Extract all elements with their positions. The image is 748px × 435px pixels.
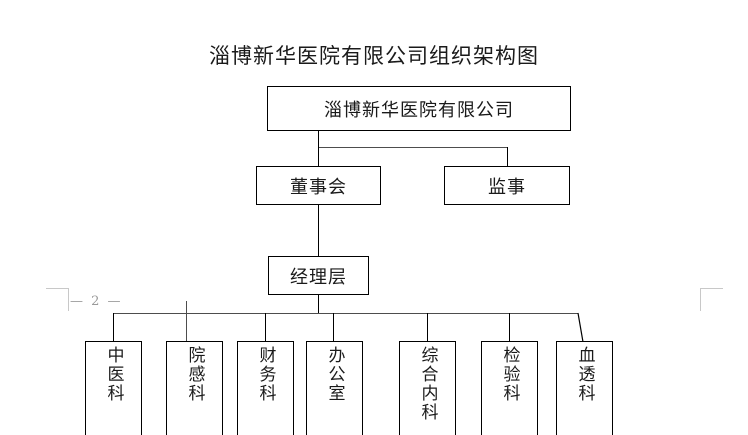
connector-drop-dept-6 [509, 313, 510, 341]
org-node-dept-7: 血透科 [556, 341, 613, 435]
org-node-dept-2: 院感科 [166, 341, 223, 435]
org-node-supervisor-label: 监事 [488, 176, 526, 198]
org-node-dept-1-label: 中医科 [103, 346, 124, 403]
connector-level2-bar [318, 147, 508, 148]
org-node-supervisor: 监事 [444, 166, 570, 205]
margin-guide-top-left [46, 288, 69, 311]
org-node-dept-3-label: 财务科 [255, 346, 276, 403]
org-node-dept-6: 检验科 [481, 341, 538, 435]
org-node-dept-5: 综合内科 [399, 341, 456, 435]
org-node-dept-4-label: 办公室 [324, 346, 345, 403]
org-node-board-label: 董事会 [290, 176, 347, 198]
connector-board-to-management [318, 205, 319, 256]
org-node-dept-6-label: 检验科 [499, 346, 520, 403]
connector-drop-board [318, 147, 319, 166]
org-node-root-label: 淄博新华医院有限公司 [324, 99, 514, 121]
page-number: — 2 — [70, 294, 123, 309]
margin-guide-top-right [700, 288, 723, 311]
org-node-dept-5-label: 综合内科 [417, 346, 438, 422]
org-node-dept-1: 中医科 [85, 341, 142, 435]
connector-drop-dept-1 [113, 313, 114, 341]
org-node-management: 经理层 [268, 256, 369, 295]
connector-root-stem [318, 131, 319, 148]
page-title: 淄博新华医院有限公司组织架构图 [209, 44, 539, 68]
org-node-dept-3: 财务科 [237, 341, 294, 435]
org-node-management-label: 经理层 [290, 266, 347, 288]
connector-drop-dept-3 [265, 313, 266, 341]
org-node-root: 淄博新华医院有限公司 [267, 86, 571, 131]
connector-drop-dept-7 [577, 312, 584, 343]
connector-drop-dept-4 [333, 313, 334, 341]
connector-drop-supervisor [507, 147, 508, 166]
org-node-dept-2-label: 院感科 [184, 346, 205, 403]
org-node-board: 董事会 [256, 166, 381, 205]
org-node-dept-4: 办公室 [306, 341, 363, 435]
connector-drop-dept-5 [427, 313, 428, 341]
connector-department-bar [113, 313, 578, 314]
connector-drop-dept-2 [186, 301, 187, 341]
org-node-dept-7-label: 血透科 [574, 346, 595, 403]
connector-management-stem [318, 295, 319, 313]
